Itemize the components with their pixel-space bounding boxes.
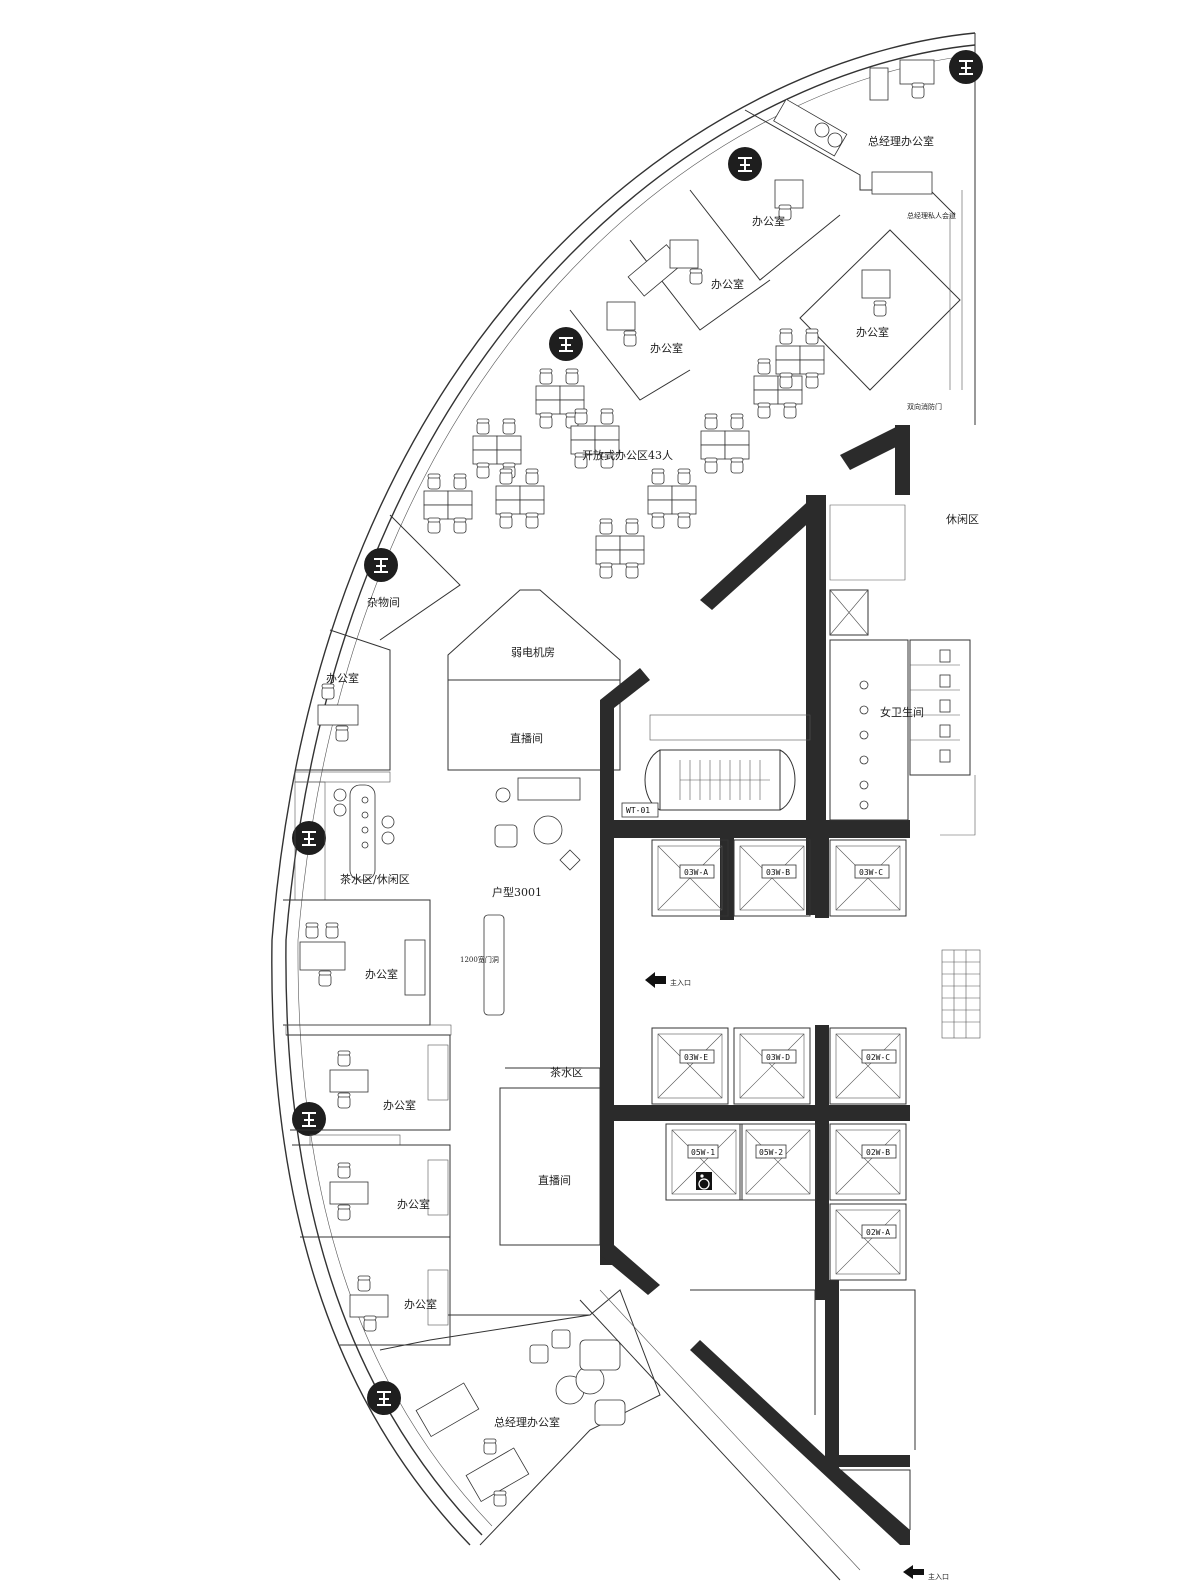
womens-wc xyxy=(829,504,976,836)
label-open-office: 开放式办公区43人 xyxy=(582,448,673,462)
label-gm-office-top: 总经理办公室 xyxy=(868,134,934,148)
column-icon xyxy=(548,326,584,362)
tag-e5: 03W-D xyxy=(766,1053,790,1062)
elevator-tags: WT-01 03W-A 03W-B 03W-C 03W-E 03W-D 02W-… xyxy=(626,806,890,1237)
label-tea-area: 茶水区 xyxy=(550,1066,583,1079)
label-office-3: 办公室 xyxy=(856,325,889,339)
tag-e4: 03W-E xyxy=(684,1053,708,1062)
arrow-left-icon xyxy=(903,1565,924,1579)
lower-right-shafts xyxy=(690,1289,916,1530)
column-icon xyxy=(727,146,763,182)
column-icon xyxy=(291,1101,327,1137)
column-icon xyxy=(366,1380,402,1416)
tag-e2: 03W-B xyxy=(766,868,790,877)
column-icon xyxy=(291,820,327,856)
label-gm-office-bottom: 总经理办公室 xyxy=(494,1415,560,1429)
label-office-2: 办公室 xyxy=(711,277,744,291)
tag-e8: 05W-2 xyxy=(759,1148,783,1157)
label-tea-lounge: 茶水区/休闲区 xyxy=(340,872,410,886)
label-office-left-5: 办公室 xyxy=(404,1297,437,1311)
left-upper-rooms xyxy=(294,514,621,901)
tag-e1: 03W-A xyxy=(684,868,708,877)
top-offices xyxy=(569,59,963,401)
label-office-left-4: 办公室 xyxy=(397,1197,430,1211)
lower-center xyxy=(379,1067,861,1581)
label-office-1: 办公室 xyxy=(752,214,785,228)
arrow-left-icon xyxy=(645,972,666,988)
wheelchair-icon xyxy=(696,1172,712,1190)
elevators xyxy=(651,839,907,1281)
label-weak-current: 弱电机房 xyxy=(511,645,555,659)
label-door-note: 1200宽门洞 xyxy=(460,955,499,964)
label-main-entry-bottom: 主入口 xyxy=(928,1572,949,1581)
tag-e6: 02W-C xyxy=(866,1053,890,1062)
tag-e7: 05W-1 xyxy=(691,1148,715,1157)
column-icon xyxy=(948,49,984,85)
label-office-left-3: 办公室 xyxy=(383,1098,416,1112)
label-live-room-bottom: 直播间 xyxy=(538,1173,571,1187)
label-unit: 户型3001 xyxy=(492,885,542,899)
label-lounge-right: 休闲区 xyxy=(946,512,979,526)
tag-wt: WT-01 xyxy=(626,806,650,815)
column-icon xyxy=(363,547,399,583)
label-live-room-top: 直播间 xyxy=(510,731,543,745)
glass-block xyxy=(941,949,981,1039)
label-storage: 杂物间 xyxy=(367,595,400,609)
curtain-wall xyxy=(271,32,976,1546)
tag-e10: 02W-A xyxy=(866,1228,890,1237)
label-gm-private: 总经理私人会道 xyxy=(907,211,956,220)
stair xyxy=(621,714,811,818)
label-office-left: 办公室 xyxy=(326,671,359,685)
tag-e9: 02W-B xyxy=(866,1148,890,1157)
room-labels: 总经理办公室 总经理私人会道 办公室 办公室 办公室 办公室 开放式办公区43人… xyxy=(326,134,979,1581)
label-main-entry: 主入口 xyxy=(670,978,691,987)
tag-e3: 03W-C xyxy=(859,868,883,877)
left-lower-rooms xyxy=(283,899,505,1346)
core-walls xyxy=(600,425,910,1545)
label-fire-door: 双向消防门 xyxy=(907,402,942,411)
label-office-4: 办公室 xyxy=(650,341,683,355)
label-womens-wc: 女卫生间 xyxy=(880,705,924,719)
label-office-left-2: 办公室 xyxy=(365,967,398,981)
